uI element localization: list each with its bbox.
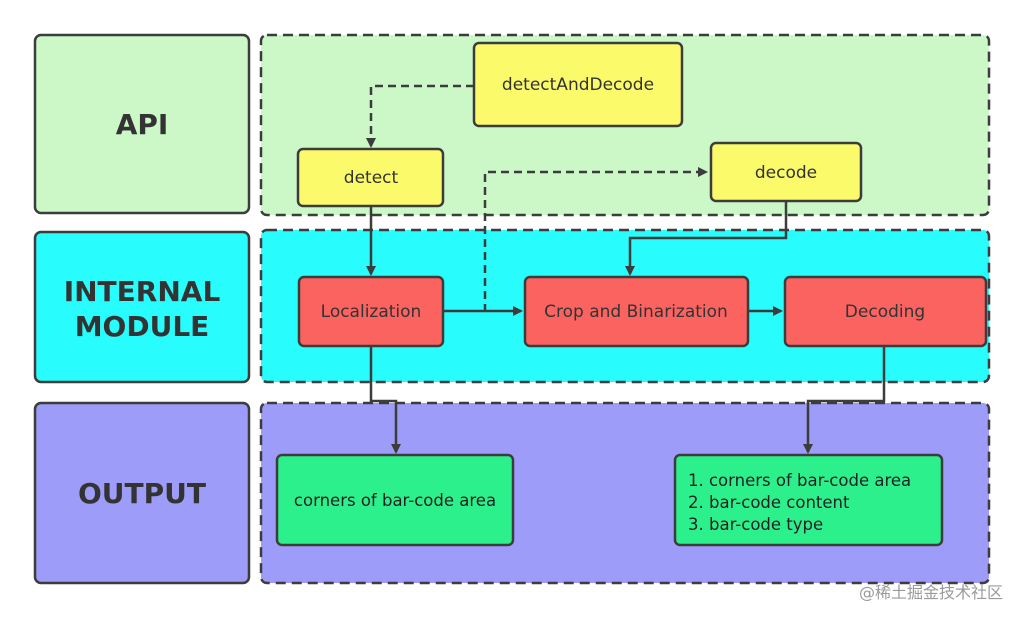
localization-label: Localization: [321, 302, 422, 322]
arrow-detectanddecode-to-detect: [366, 84, 474, 148]
crop-and-binarization-node: [523, 275, 750, 348]
arrow-localization-to-decode: [483, 167, 708, 312]
localization-node: [297, 275, 445, 348]
detect-node: [296, 147, 445, 208]
decode-node: [709, 141, 863, 203]
decoding-node: [783, 275, 988, 348]
crop-and-binarization-label: Crop and Binarization: [544, 302, 728, 322]
api-lane-label-box: [33, 33, 251, 215]
decoding-output-line-2: 2. bar-code content: [688, 493, 850, 512]
api-lane-label: API: [116, 108, 169, 141]
output-lane-label: OUTPUT: [78, 477, 206, 510]
detectanddecode-node: [472, 41, 684, 128]
arrow-localization-to-output: [369, 346, 401, 454]
detect-label: detect: [344, 168, 399, 188]
localization-output-text: corners of bar-code area: [294, 491, 496, 510]
decoding-output-node: [673, 453, 944, 547]
arrow-decode-to-crop: [625, 201, 788, 276]
decoding-output-line-1: 1. corners of bar-code area: [688, 471, 911, 490]
decoding-output-line-3: 3. bar-code type: [688, 515, 823, 534]
output-lane-label-box: [33, 401, 251, 585]
decoding-label: Decoding: [845, 302, 925, 322]
internal-lane-label-box: [33, 230, 251, 384]
internal-lane-label-line2: MODULE: [75, 310, 210, 343]
detectanddecode-label: detectAndDecode: [502, 75, 654, 95]
localization-output-node: [275, 453, 515, 547]
decode-label: decode: [755, 163, 817, 183]
arrow-decoding-to-output: [803, 346, 886, 454]
watermark: @稀土掘金技术社区: [859, 583, 1003, 602]
internal-lane-label-line1: INTERNAL: [64, 275, 221, 308]
